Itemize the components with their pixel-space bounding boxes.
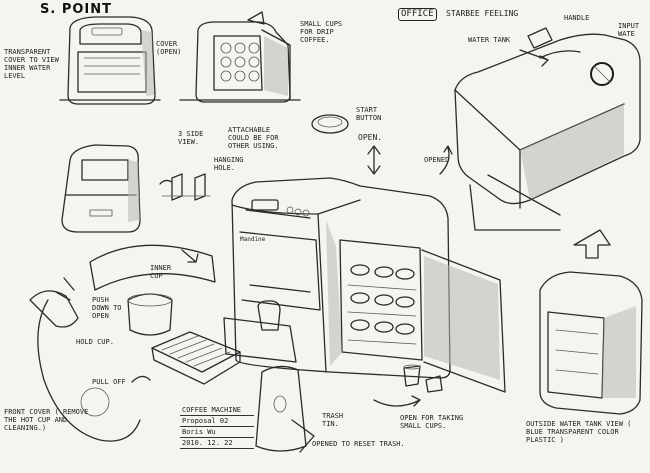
title-block-line-4: 2010. 12. 22 — [180, 438, 254, 449]
trash-tin-note: TRASH TIN. — [322, 412, 344, 428]
opened-note: OPENED — [424, 156, 450, 164]
cover-open-note: COVER (OPEN) — [156, 40, 182, 56]
office-label: OFFICE — [398, 8, 437, 21]
outside-view-note: OUTSIDE WATER TANK VIEW ( BLUE TRANSPARE… — [526, 420, 632, 444]
opened-reset-note: OPENED TO RESET TRASH. — [312, 440, 405, 448]
trash-tin-sketch — [255, 365, 315, 453]
title-block-line-1: COFFEE MACHINE — [180, 405, 254, 416]
attachable-note: ATTACHABLE COULD BE FOR OTHER USING. — [228, 126, 279, 150]
cover-open-sketch — [179, 21, 301, 103]
hanging-hole-sketch — [159, 173, 211, 201]
front-cover-right-sketch — [539, 271, 643, 415]
start-button-note: START BUTTON — [356, 106, 382, 122]
transparent-cover-note: TRANSPARENT COVER TO VIEW INNER WATER LE… — [4, 48, 59, 80]
hold-cup-note: HOLD CUP. — [76, 338, 114, 346]
direction-arrows — [55, 11, 553, 407]
brand-label: Mandine — [240, 236, 266, 243]
open-note: OPEN. — [358, 133, 383, 142]
page-title: S. POINT — [40, 2, 112, 17]
water-tank-note: WATER TANK — [468, 36, 511, 44]
handle-note: HANDLE — [564, 14, 590, 22]
title-block-line-3: Boris Wu — [180, 427, 254, 438]
office-tagline: STARBEE FEELING — [446, 9, 519, 18]
small-cup-sketch — [403, 364, 443, 393]
front-cover-note: FRONT COVER ( REMOVE THE HOT CUP AND CLE… — [4, 408, 89, 432]
inner-cup-sketch — [29, 244, 216, 442]
inner-cup-note: INNER CUP — [150, 264, 172, 280]
coffee-machine-sketch — [223, 177, 506, 393]
three-side-view-note: 3 SIDE VIEW. — [178, 130, 204, 146]
pull-off-note: PULL OFF — [92, 378, 126, 386]
start-button-sketch — [311, 114, 349, 134]
title-block: COFFEE MACHINE Proposal 02 Boris Wu 2010… — [180, 405, 254, 449]
drip-tray-sketch — [151, 331, 241, 385]
side-view-sketch — [61, 144, 141, 233]
front-view-sketch — [59, 16, 161, 105]
water-tank-sketch — [454, 33, 641, 259]
title-block-line-2: Proposal 02 — [180, 416, 254, 427]
input-water-note: INPUT WATE — [618, 22, 640, 38]
hanging-hole-note: HANGING HOLE. — [214, 156, 244, 172]
open-for-taking-note: OPEN FOR TAKING SMALL CUPS. — [400, 414, 464, 430]
small-cups-note: SMALL CUPS FOR DRIP COFFEE. — [300, 20, 343, 44]
push-down-note: PUSH DOWN TO OPEN — [92, 296, 122, 320]
